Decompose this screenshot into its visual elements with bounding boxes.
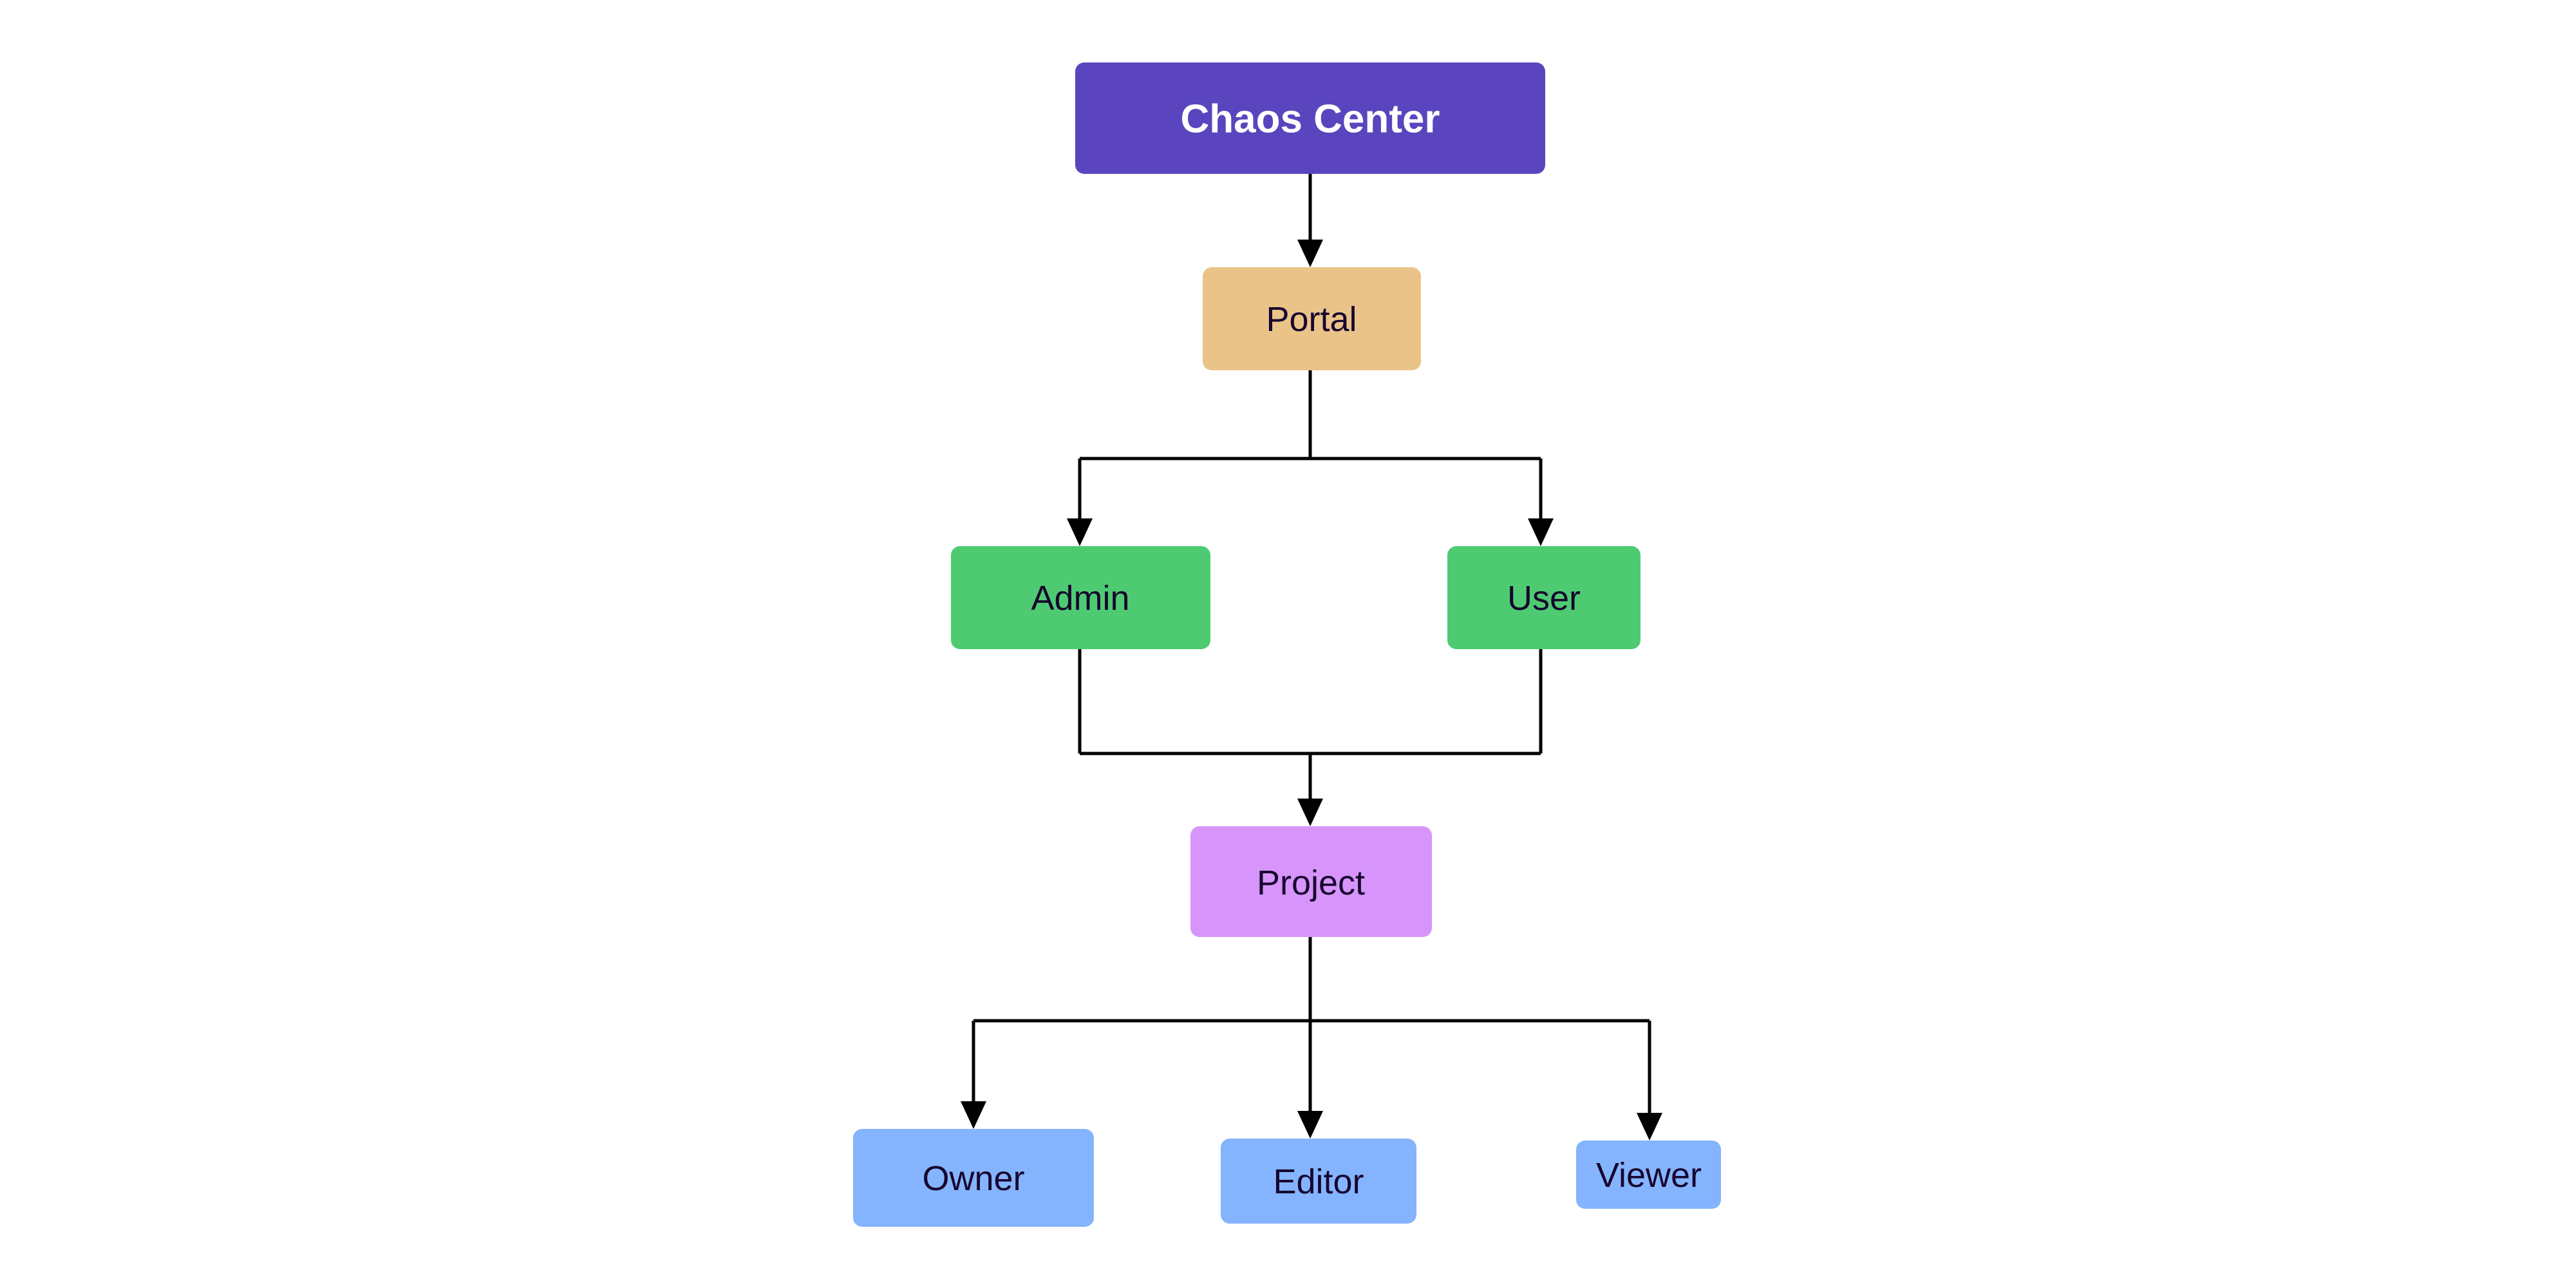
- node-user-box[interactable]: [1447, 546, 1641, 649]
- node-user[interactable]: User: [1447, 546, 1641, 649]
- node-admin-box[interactable]: [951, 546, 1210, 649]
- node-editor[interactable]: Editor: [1221, 1139, 1416, 1224]
- edge-portal-to-admin: [1067, 459, 1093, 546]
- edges-layer: [961, 174, 1662, 1141]
- node-viewer-box[interactable]: [1576, 1141, 1721, 1209]
- node-admin-label: Admin: [1031, 579, 1129, 618]
- node-chaos-center[interactable]: Chaos Center: [1075, 62, 1545, 174]
- nodes-layer: Chaos Center Portal Admin User Project: [853, 62, 1721, 1227]
- edge-project-to-editor: [1297, 1021, 1323, 1139]
- node-editor-box[interactable]: [1221, 1139, 1416, 1224]
- edge-merge-to-project: [1080, 752, 1541, 826]
- edge-project-to-owner: [961, 1021, 986, 1129]
- node-project-box[interactable]: [1190, 826, 1432, 937]
- node-project-label: Project: [1257, 864, 1365, 902]
- node-owner[interactable]: Owner: [853, 1129, 1094, 1227]
- node-chaos-center-label: Chaos Center: [1180, 97, 1440, 142]
- node-editor-label: Editor: [1273, 1162, 1364, 1201]
- edge-portal-split: [1080, 370, 1541, 460]
- edge-project-to-viewer: [1637, 1021, 1662, 1141]
- edge-project-split: [973, 937, 1650, 1023]
- node-admin[interactable]: Admin: [951, 546, 1210, 649]
- node-portal-box[interactable]: [1203, 267, 1421, 370]
- node-portal[interactable]: Portal: [1203, 267, 1421, 370]
- node-project[interactable]: Project: [1190, 826, 1432, 937]
- edge-portal-to-user: [1528, 459, 1554, 546]
- node-portal-label: Portal: [1266, 300, 1357, 339]
- node-viewer[interactable]: Viewer: [1576, 1141, 1721, 1209]
- node-chaos-center-box[interactable]: [1075, 62, 1545, 174]
- node-viewer-label: Viewer: [1596, 1156, 1702, 1195]
- node-owner-box[interactable]: [853, 1129, 1094, 1227]
- node-user-label: User: [1507, 579, 1581, 618]
- node-owner-label: Owner: [922, 1159, 1024, 1198]
- edge-chaos-center-to-portal: [1297, 174, 1323, 267]
